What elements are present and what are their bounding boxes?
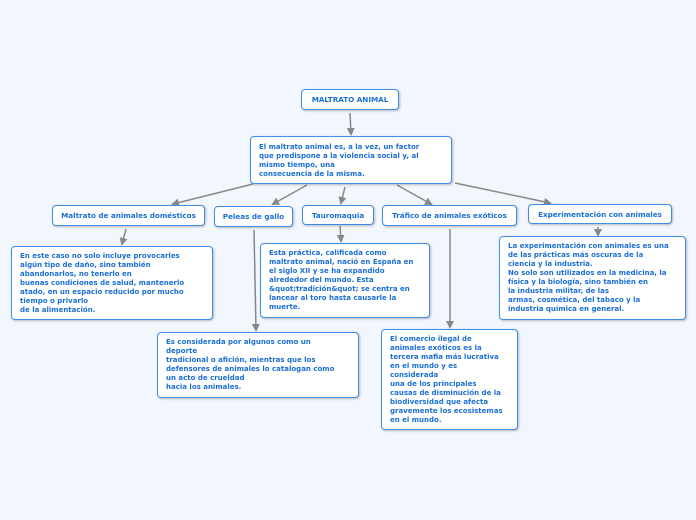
desc-maltrato-domesticos[interactable]: En este caso no solo incluye provocarles… [11,246,213,320]
link-gallo-desc [251,229,260,332]
link-center-exp [454,182,552,206]
desc-experimentacion[interactable]: La experimentación con animales es una d… [499,236,686,320]
desc-peleas-gallo[interactable]: Es considerada por algunos como un depor… [157,332,359,398]
desc-tauromaquia[interactable]: Esta práctica, calificada como maltrato … [260,243,430,318]
desc-trafico-exoticos[interactable]: El comercio ilegal de animales exóticos … [381,329,518,430]
topic-experimentacion[interactable]: Experimentación con animales [528,204,672,224]
center-node[interactable]: El maltrato animal es, a la vez, un fact… [250,136,452,184]
topic-peleas-gallo[interactable]: Peleas de gallo [214,206,293,227]
link-center-gallo [271,184,308,205]
link-root-center [346,112,355,136]
link-center-domesticos [171,183,254,207]
root-node[interactable]: MALTRATO ANIMAL [301,89,399,110]
link-center-trafico [396,184,433,205]
link-tauro-desc [336,225,345,243]
topic-tauromaquia[interactable]: Tauromaquia [302,205,374,225]
link-center-tauro [338,186,347,205]
topic-trafico-exoticos[interactable]: Tráfico de animales exóticos [382,205,517,226]
link-domesticos-desc [119,228,128,246]
topic-maltrato-domesticos[interactable]: Maltrato de animales domésticos [52,205,205,226]
